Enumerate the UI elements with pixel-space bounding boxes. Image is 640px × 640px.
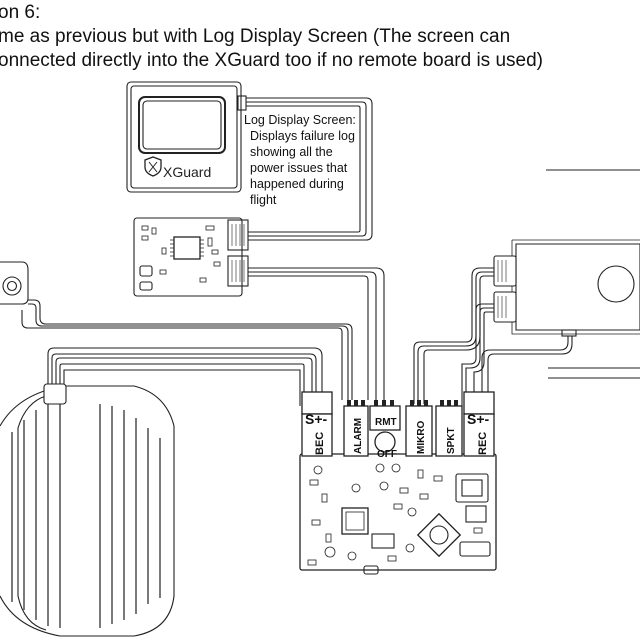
log-display-annotation: Log Display Screen: Displays failure log…: [244, 112, 384, 208]
rec-polarity-label: S+-: [467, 411, 490, 427]
annotation-line-1: Displays failure log: [250, 129, 355, 143]
annotation-title: Log Display Screen:: [244, 113, 356, 127]
caption-line-1: on 6:: [0, 2, 41, 23]
screen-brand-label: XGuard: [163, 164, 211, 180]
caption-line-2: me as previous but with Log Display Scre…: [0, 26, 511, 47]
right-peripheral-box: [493, 169, 640, 379]
battery-pack: [0, 383, 175, 637]
spkt-port-label: SPKT: [446, 427, 457, 454]
alarm-port-label: ALARM: [353, 418, 364, 454]
rmt-port-label: RMT: [375, 417, 397, 428]
bec-port-label: BEC: [314, 432, 326, 455]
annotation-line-5: flight: [250, 193, 277, 207]
remote-board: [133, 217, 249, 297]
wires: [21, 97, 573, 406]
mikro-port-label: MIKRO: [416, 420, 427, 454]
off-button[interactable]: [374, 431, 396, 453]
log-display-screen: XGuard: [126, 81, 247, 193]
left-peripheral: [0, 261, 29, 305]
bec-polarity-label: S+-: [305, 411, 328, 427]
rec-port-label: REC: [477, 432, 489, 455]
xguard-shield-icon: [144, 156, 162, 177]
annotation-line-3: power issues that: [250, 161, 348, 175]
annotation-line-2: showing all the: [250, 145, 333, 159]
pin-headers: [347, 400, 458, 406]
annotation-line-4: happened during: [250, 177, 344, 191]
caption-line-3: onnected directly into the XGuard too if…: [0, 50, 543, 71]
off-button-label: OFF: [377, 449, 397, 460]
main-board: [299, 391, 497, 575]
